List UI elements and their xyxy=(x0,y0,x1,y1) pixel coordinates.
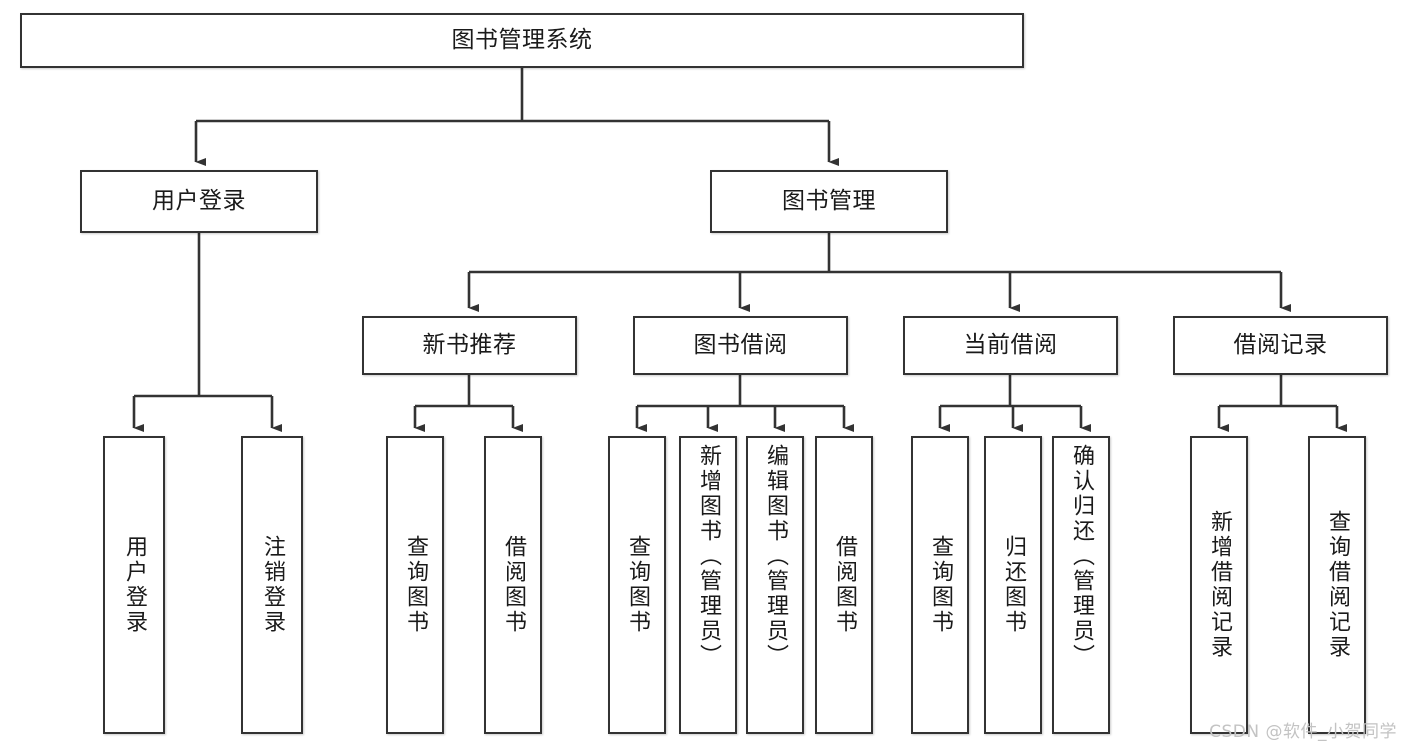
node-label: 查询图书 xyxy=(928,535,953,635)
node-label: 图书管理 xyxy=(782,188,876,215)
leaf-edit-book[interactable]: 编辑图书（管理员） xyxy=(746,436,804,734)
node-label: 新增图书（管理员） xyxy=(696,444,721,669)
node-label: 新书推荐 xyxy=(422,332,517,359)
node-label: 编辑图书（管理员） xyxy=(763,444,788,669)
node-label: 借阅图书 xyxy=(501,535,526,635)
leaf-query-book-2[interactable]: 查询图书 xyxy=(608,436,666,734)
node-label: 新增借阅记录 xyxy=(1207,510,1232,660)
node-new-book-rec[interactable]: 新书推荐 xyxy=(362,316,577,375)
node-label: 确认归还（管理员） xyxy=(1069,444,1094,669)
node-book-manage[interactable]: 图书管理 xyxy=(710,170,948,233)
node-label: 查询图书 xyxy=(403,535,428,635)
node-user-login[interactable]: 用户登录 xyxy=(80,170,318,233)
node-book-borrow[interactable]: 图书借阅 xyxy=(633,316,848,375)
leaf-borrow-book-2[interactable]: 借阅图书 xyxy=(815,436,873,734)
node-label: 查询图书 xyxy=(625,535,650,635)
node-borrow-record[interactable]: 借阅记录 xyxy=(1173,316,1388,375)
node-label: 借阅记录 xyxy=(1233,332,1328,359)
node-label: 查询借阅记录 xyxy=(1325,510,1350,660)
leaf-logout[interactable]: 注销登录 xyxy=(241,436,303,734)
leaf-return-book[interactable]: 归还图书 xyxy=(984,436,1042,734)
leaf-add-book[interactable]: 新增图书（管理员） xyxy=(679,436,737,734)
node-label: 图书借阅 xyxy=(693,332,788,359)
node-label: 当前借阅 xyxy=(963,332,1058,359)
leaf-query-book-3[interactable]: 查询图书 xyxy=(911,436,969,734)
node-label: 图书管理系统 xyxy=(451,27,593,54)
leaf-query-record[interactable]: 查询借阅记录 xyxy=(1308,436,1366,734)
node-label: 用户登录 xyxy=(152,188,246,215)
node-current-borrow[interactable]: 当前借阅 xyxy=(903,316,1118,375)
leaf-borrow-book-1[interactable]: 借阅图书 xyxy=(484,436,542,734)
leaf-add-record[interactable]: 新增借阅记录 xyxy=(1190,436,1248,734)
leaf-query-book-1[interactable]: 查询图书 xyxy=(386,436,444,734)
node-label: 借阅图书 xyxy=(832,535,857,635)
node-label: 用户登录 xyxy=(122,535,147,635)
leaf-user-login[interactable]: 用户登录 xyxy=(103,436,165,734)
node-label: 归还图书 xyxy=(1001,535,1026,635)
node-root-system[interactable]: 图书管理系统 xyxy=(20,13,1024,68)
node-label: 注销登录 xyxy=(260,535,285,635)
leaf-confirm-return[interactable]: 确认归还（管理员） xyxy=(1052,436,1110,734)
